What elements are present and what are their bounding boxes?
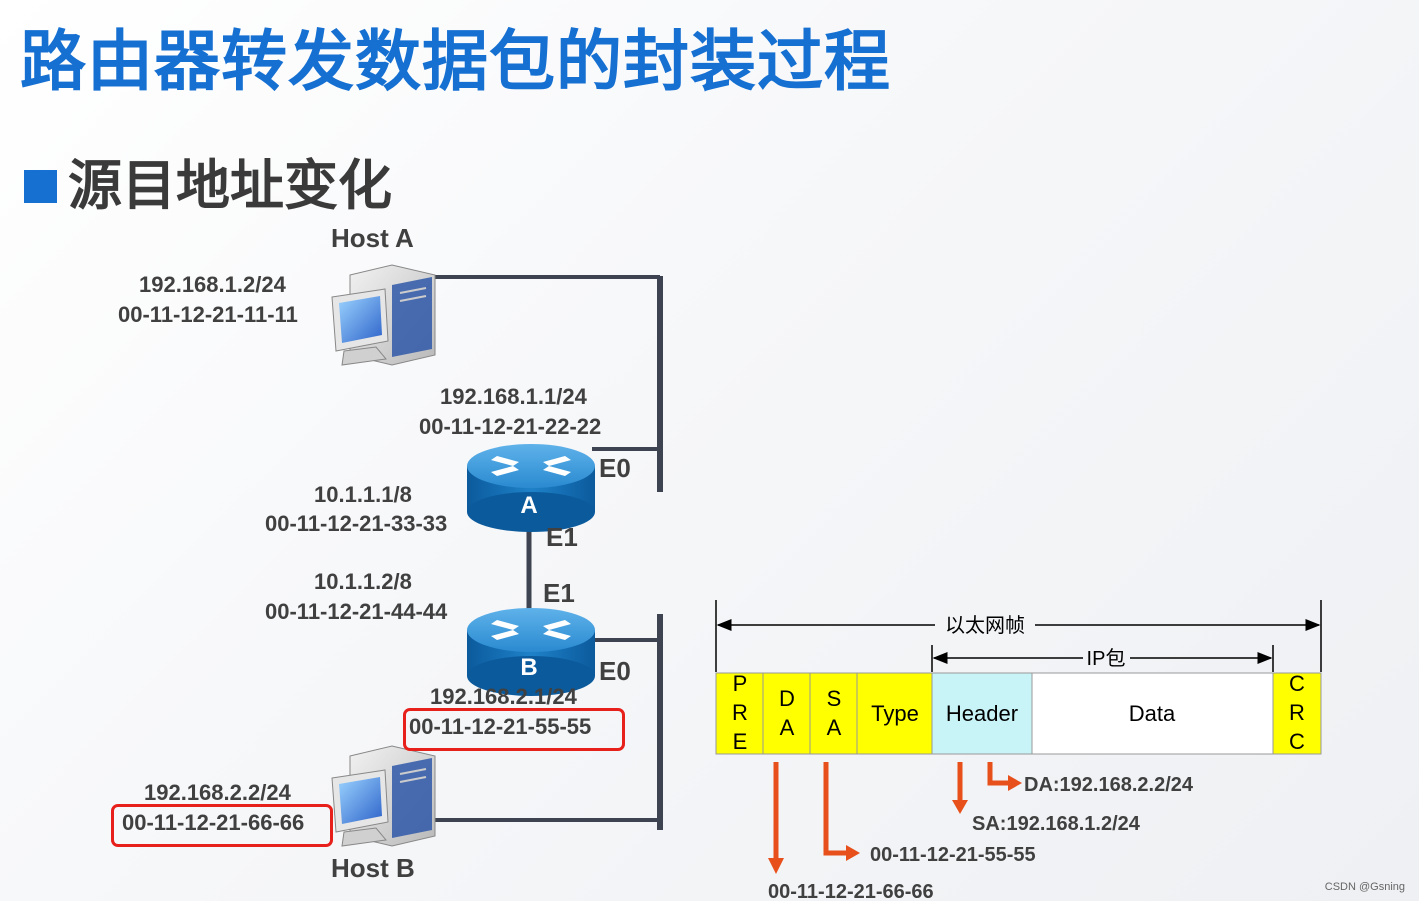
field-da xyxy=(762,672,811,755)
hostA-name: Host A xyxy=(331,223,414,253)
crc-letter-1: C xyxy=(1289,671,1305,696)
routerB-e0-label: E0 xyxy=(599,656,631,686)
pre-letter-1: P xyxy=(733,671,748,696)
hostB-mac-highlight xyxy=(111,804,333,847)
ip-sa-annotation: SA:192.168.1.2/24 xyxy=(972,813,1141,835)
hostB-name: Host B xyxy=(331,853,415,883)
hostA-ip: 192.168.1.2/24 xyxy=(139,272,286,297)
routerB-mac-highlight xyxy=(403,708,625,751)
section-subtitle: 源目地址变化 xyxy=(68,154,392,217)
crc-letter-2: R xyxy=(1289,700,1305,725)
page-title: 路由器转发数据包的封装过程 xyxy=(20,23,891,100)
pre-letter-3: E xyxy=(733,729,748,754)
mac-sa-annotation: 00-11-12-21-55-55 xyxy=(870,844,1036,866)
da-letter-2: A xyxy=(780,715,795,740)
field-header xyxy=(931,672,1033,755)
routerB-e0-mac: 00-11-12-21-55-55 xyxy=(409,714,592,739)
routerA-e1-mac: 00-11-12-21-33-33 xyxy=(265,511,448,536)
field-pre xyxy=(715,672,764,755)
hostA-computer-icon xyxy=(331,264,436,366)
routerB-name: B xyxy=(520,654,537,681)
routerA-e0-mac: 00-11-12-21-22-22 xyxy=(419,414,602,439)
hostA-mac: 00-11-12-21-11-11 xyxy=(118,302,298,327)
routerB-e1-mac: 00-11-12-21-44-44 xyxy=(265,599,448,624)
sa-letter-2: A xyxy=(827,715,842,740)
crc-letter-3: C xyxy=(1289,729,1305,754)
mac-da-annotation: 00-11-12-21-66-66 xyxy=(768,881,934,901)
header-label: Header xyxy=(946,701,1018,726)
routerA-icon xyxy=(467,444,595,532)
routerB-e1-label: E1 xyxy=(543,578,575,608)
field-data xyxy=(1031,672,1274,755)
field-crc xyxy=(1272,672,1322,755)
data-label: Data xyxy=(1129,701,1176,726)
watermark: CSDN @Gsning xyxy=(1324,881,1405,893)
routerA-e0-ip: 192.168.1.1/24 xyxy=(440,384,587,409)
type-label: Type xyxy=(871,701,919,726)
ip-packet-label: IP包 xyxy=(1087,647,1126,670)
ip-da-arrow xyxy=(987,762,1012,786)
mac-sa-arrow xyxy=(823,762,850,856)
routerA-name: A xyxy=(520,492,537,519)
routerB-e1-ip: 10.1.1.2/8 xyxy=(314,569,412,594)
hostB-mac-clip: 00-11-12-21-66-66 xyxy=(111,804,329,841)
routerB-icon xyxy=(467,608,595,696)
sa-letter-1: S xyxy=(827,686,842,711)
hostB-mac: 00-11-12-21-66-66 xyxy=(122,810,305,835)
routerB-e0-ip: 192.168.2.1/24 xyxy=(430,684,577,709)
routerA-e1-ip: 10.1.1.1/8 xyxy=(314,482,412,507)
hostB-ip: 192.168.2.2/24 xyxy=(144,780,291,805)
ethernet-frame-label: 以太网帧 xyxy=(945,614,1025,637)
routerA-e1-label: E1 xyxy=(546,522,578,552)
hostB-computer-icon xyxy=(331,745,436,847)
pre-letter-2: R xyxy=(732,700,748,725)
da-letter-1: D xyxy=(779,686,795,711)
ip-da-annotation: DA:192.168.2.2/24 xyxy=(1024,774,1194,796)
bullet-square xyxy=(24,170,57,203)
routerA-e0-label: E0 xyxy=(599,453,631,483)
